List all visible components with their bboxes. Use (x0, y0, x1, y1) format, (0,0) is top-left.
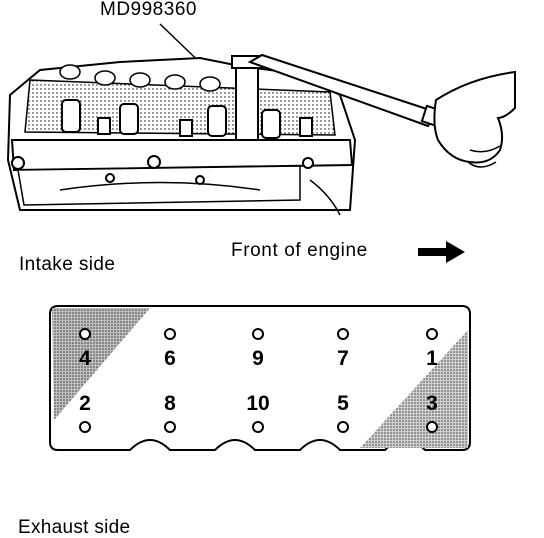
intake-side-label: Intake side (19, 254, 116, 275)
exhaust-side-label: Exhaust side (18, 517, 131, 538)
bolt-number-5: 5 (337, 392, 349, 415)
bolt-number-4: 4 (79, 347, 91, 370)
bolt-hole-7 (337, 328, 349, 340)
bolt-number-9: 9 (252, 347, 264, 370)
bolt-hole-8 (164, 421, 176, 433)
bolt-hole-6 (164, 328, 176, 340)
right-arrow-icon (418, 241, 465, 263)
bolt-number-7: 7 (337, 347, 349, 370)
bolt-number-3: 3 (426, 392, 438, 415)
bolt-hole-3 (426, 421, 438, 433)
bolt-number-1: 1 (426, 347, 438, 370)
engine-head-illustration (6, 23, 516, 216)
bolt-hole-5 (337, 421, 349, 433)
tool-callout-label: MD998360 (100, 0, 197, 20)
bolt-number-2: 2 (79, 392, 91, 415)
bolt-hole-4 (79, 328, 91, 340)
bolt-hole-9 (252, 328, 264, 340)
bolt-number-6: 6 (164, 347, 176, 370)
bolt-hole-1 (426, 328, 438, 340)
front-of-engine-label: Front of engine (231, 240, 368, 261)
bolt-hole-10 (252, 421, 264, 433)
bolt-hole-2 (79, 421, 91, 433)
bolt-number-8: 8 (164, 392, 176, 415)
bolt-number-10: 10 (246, 392, 269, 415)
